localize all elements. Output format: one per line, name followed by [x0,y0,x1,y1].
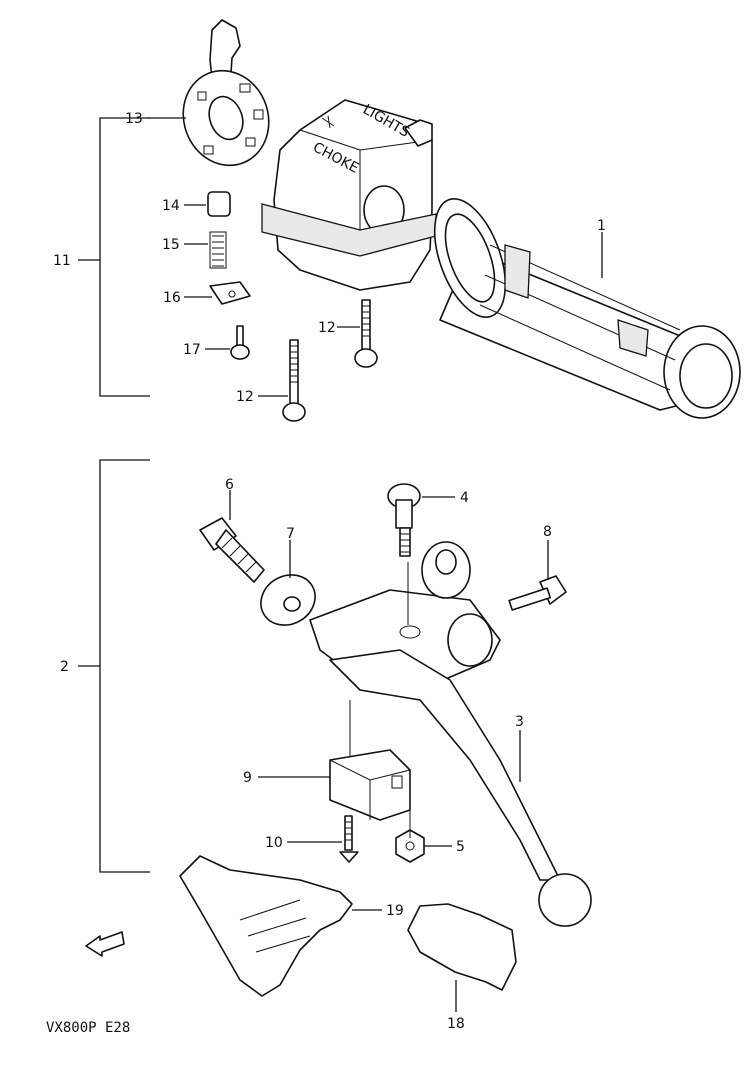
clutch-lever-part [329,649,592,927]
callout-8: 8 [543,524,552,540]
choke-lever-part [182,19,270,167]
callout-13: 13 [125,111,143,127]
screw-10-part [339,815,359,863]
callout-16: 16 [163,290,181,306]
diagram-code: VX800P E28 [46,1020,130,1036]
bracket-2 [78,459,150,873]
callout-1: 1 [597,218,606,234]
cap-part [207,191,231,217]
callout-18: 18 [447,1016,465,1032]
callout-11: 11 [53,253,71,269]
callout-5: 5 [456,839,465,855]
screw-17-part [230,325,250,360]
boot-18-part [407,903,517,991]
bracket-11 [78,117,150,397]
callout-6: 6 [225,477,234,493]
screw-12a-part [354,299,378,368]
leader-lines [148,117,603,1012]
switch-9-part [329,749,411,821]
callout-12b: 12 [236,389,254,405]
callout-19: 19 [386,903,404,919]
adjuster-6-part [199,517,265,583]
screw-12b-part [282,339,306,422]
grip-part [433,198,741,419]
callout-17: 17 [183,342,201,358]
callout-7: 7 [286,526,295,542]
fwd-arrow-icon: FWD [85,931,125,957]
callout-15: 15 [162,237,180,253]
bolt-8-part [508,575,567,611]
spring-part [209,231,227,269]
callout-9: 9 [243,770,252,786]
callouts: 1 2 3 4 5 6 7 8 9 10 11 12 12 13 14 15 1… [53,111,606,1032]
callout-10: 10 [265,835,283,851]
callout-4: 4 [460,490,469,506]
callout-12a: 12 [318,320,336,336]
callout-2: 2 [60,659,69,675]
switch-housing-part: CHOKE LIGHTS [261,99,437,291]
callout-3: 3 [515,714,524,730]
pivot-bolt-part [387,483,421,557]
locknut-7-part [260,574,316,626]
callout-14: 14 [162,198,180,214]
plate-part [209,281,251,305]
cover-19-part [179,855,353,997]
